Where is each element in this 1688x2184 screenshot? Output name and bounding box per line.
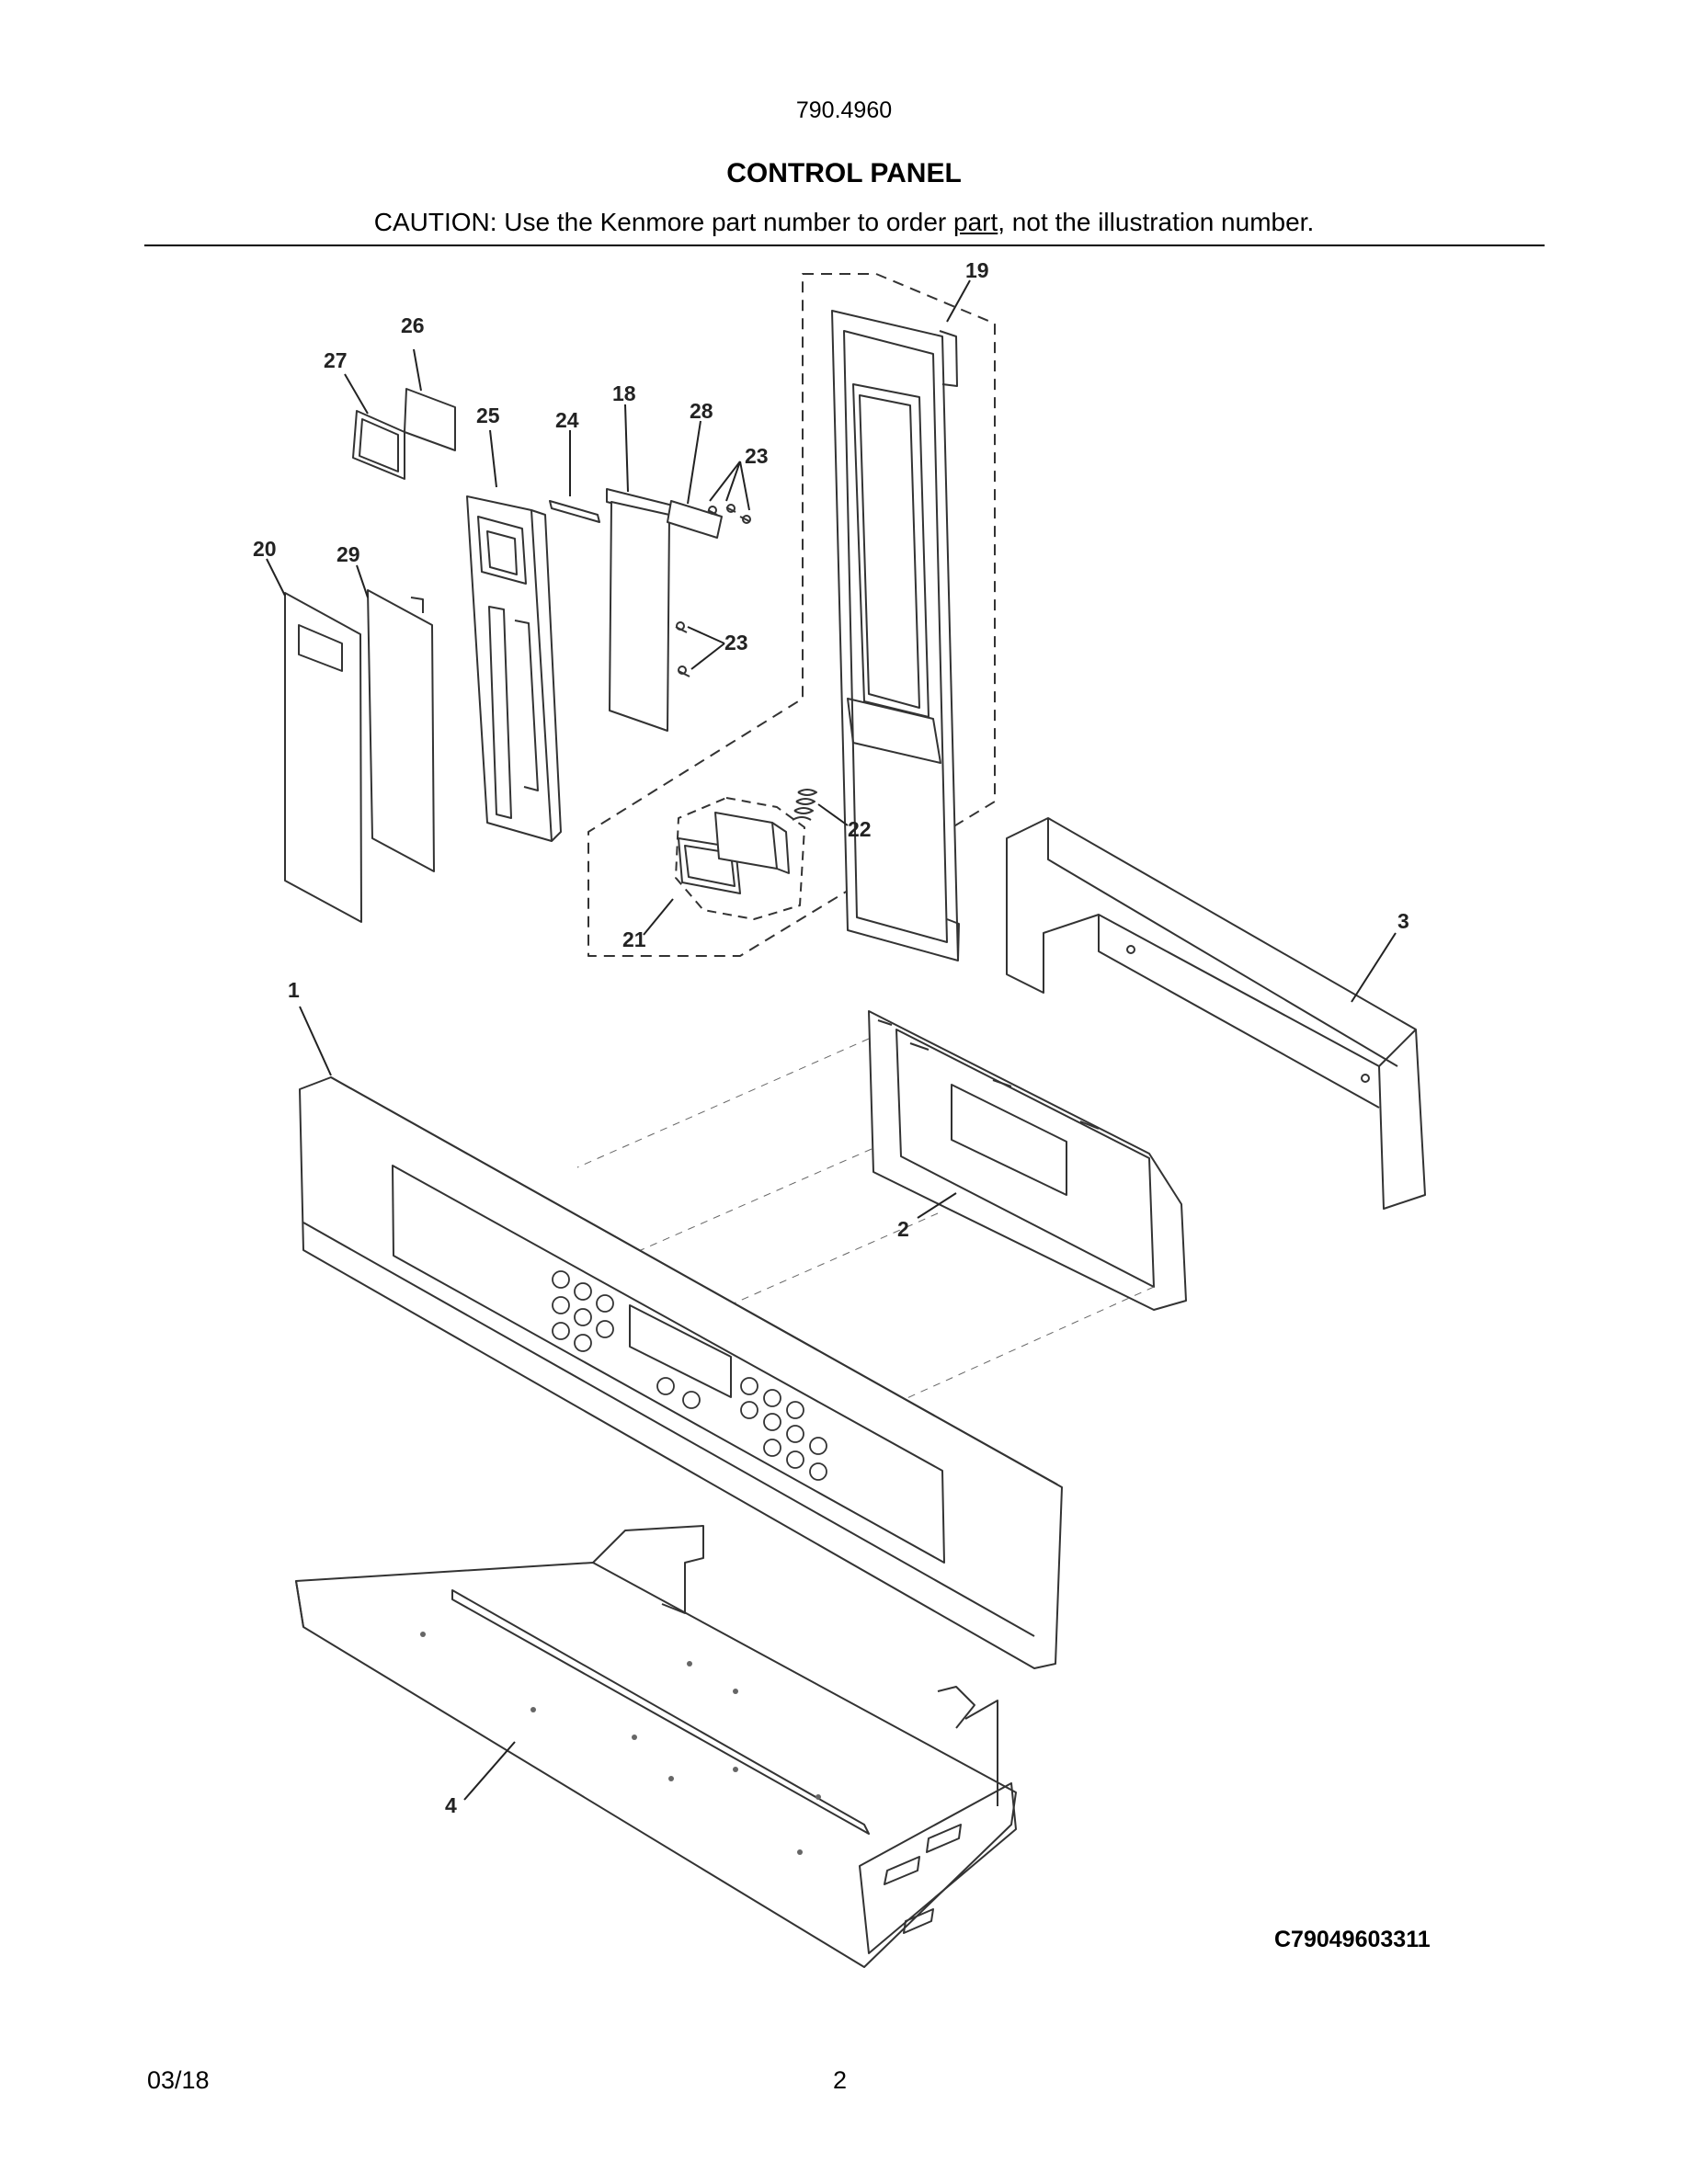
page-number: 2 <box>833 2066 848 2094</box>
part-28-bracket <box>667 500 723 539</box>
leader-28 <box>687 420 701 505</box>
model-number: 790.4960 <box>795 97 893 123</box>
callout-20: 20 <box>253 537 277 561</box>
header-rule <box>144 245 1545 246</box>
callout-23-lower: 23 <box>724 631 748 654</box>
part-23-screws-upper <box>707 504 751 524</box>
callout-4: 4 <box>445 1793 457 1817</box>
leader-19 <box>946 279 971 323</box>
caution-part-link: part <box>953 208 998 236</box>
part-25-bracket <box>466 495 562 842</box>
callout-19: 19 <box>965 258 989 282</box>
callout-24: 24 <box>555 408 579 432</box>
callout-27: 27 <box>324 348 348 372</box>
callout-23-upper: 23 <box>745 444 769 468</box>
leader-23b <box>687 626 725 670</box>
part-29-membrane <box>367 589 435 872</box>
leader-27 <box>344 373 369 415</box>
assembly-group-boundary <box>587 273 996 957</box>
part-27-lens <box>352 410 405 480</box>
callout-28: 28 <box>690 399 713 423</box>
part-22-spring <box>792 789 817 821</box>
leader-18 <box>624 404 629 493</box>
leader-23a <box>709 461 750 511</box>
part-19-frame <box>831 310 960 961</box>
leader-21 <box>643 898 674 936</box>
assembly-guide-lines <box>576 1038 1155 1435</box>
part-4-support-bracket <box>295 1525 1017 1968</box>
part-21-buttons <box>675 797 805 920</box>
callout-25: 25 <box>476 404 500 427</box>
leader-3 <box>1351 932 1397 1003</box>
callout-18: 18 <box>612 381 636 405</box>
leader-20 <box>266 558 286 597</box>
leader-1 <box>299 1006 332 1076</box>
leader-2 <box>917 1192 957 1219</box>
panel-holes <box>420 1632 821 1855</box>
leader-22 <box>817 803 849 826</box>
part-20-overlay <box>284 592 362 923</box>
callout-3: 3 <box>1397 909 1409 933</box>
callout-21: 21 <box>622 927 646 951</box>
leader-26 <box>413 348 422 392</box>
part-23-screws-lower <box>675 621 690 677</box>
part-26-plate <box>404 388 456 451</box>
part-3-trim <box>1006 817 1426 1210</box>
callout-22: 22 <box>848 817 872 841</box>
caution-text-start: CAUTION: Use the Kenmore part number to … <box>373 208 953 236</box>
caution-note: CAUTION: Use the Kenmore part number to … <box>0 208 1688 237</box>
panel-keypad <box>552 1270 827 1481</box>
leader-29 <box>356 564 369 598</box>
part-1-control-panel <box>299 1076 1063 1669</box>
callout-29: 29 <box>336 542 360 566</box>
section-title: CONTROL PANEL <box>726 158 962 188</box>
callout-26: 26 <box>401 313 425 337</box>
part-24-strip <box>549 500 600 523</box>
callout-2: 2 <box>897 1217 909 1241</box>
part-2-control-board <box>868 1010 1187 1311</box>
caution-text-end: , not the illustration number. <box>998 208 1315 236</box>
callout-1: 1 <box>288 978 300 1002</box>
leader-25 <box>489 429 497 488</box>
leader-4 <box>463 1741 516 1801</box>
figure-code: C79049603311 <box>1274 1927 1431 1952</box>
part-18-board <box>606 488 681 732</box>
revision-date: 03/18 <box>147 2066 210 2094</box>
